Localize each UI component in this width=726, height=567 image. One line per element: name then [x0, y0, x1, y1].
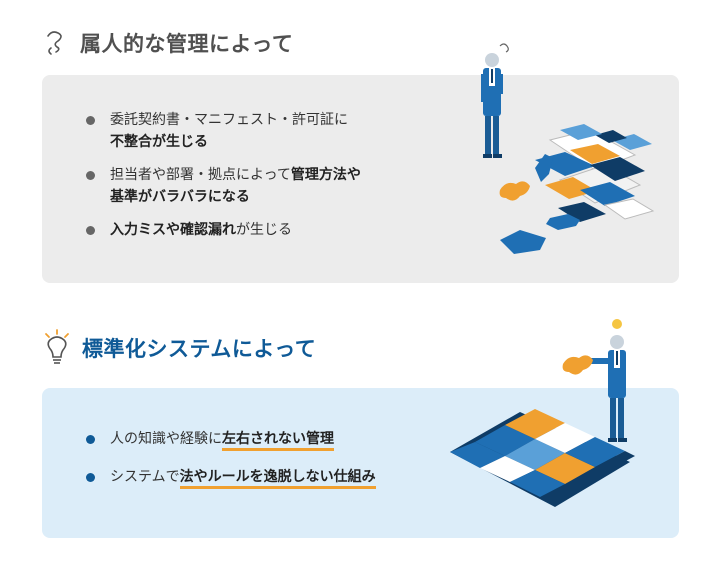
bullet-dot — [86, 435, 95, 444]
item-text: システムで — [110, 469, 180, 485]
puzzle-pile — [499, 124, 655, 254]
item-bold-text: 入力ミスや確認漏れ — [110, 222, 236, 238]
bottom-section-heading: 標準化システムによって — [40, 328, 316, 368]
confused-scribble-icon — [47, 31, 62, 55]
idea-person-figure — [562, 319, 627, 442]
messy-puzzle-illustration — [481, 43, 655, 254]
list-item: 担当者や部署・拠点によって管理方法や 基準がバラバラになる — [86, 164, 361, 208]
assembled-puzzle-illustration — [450, 319, 635, 507]
item-text: 人の知識や経験に — [110, 431, 222, 447]
list-item: 人の知識や経験に左右されない管理 — [86, 428, 376, 451]
assembled-puzzle — [450, 409, 635, 507]
solution-list: 人の知識や経験に左右されない管理 システムで法やルールを逸脱しない仕組み — [86, 428, 376, 504]
item-highlight-text: 法やルールを逸脱しない仕組み — [179, 469, 376, 489]
lightbulb-icon — [45, 329, 69, 364]
item-text: 委託契約書・マニフェスト・許可証に — [110, 112, 348, 128]
list-item: 委託契約書・マニフェスト・許可証に 不整合が生じる — [86, 109, 361, 153]
bottom-section-title: 標準化システムによって — [82, 337, 317, 361]
item-bold-text: 管理方法や — [290, 167, 361, 183]
top-section-heading: 属人的な管理によって — [42, 28, 293, 58]
item-text: 担当者や部署・拠点によって — [110, 167, 291, 183]
bullet-dot — [86, 171, 95, 180]
bullet-dot — [86, 116, 95, 125]
list-item: システムで法やルールを逸脱しない仕組み — [86, 466, 376, 489]
top-section-title: 属人的な管理によって — [80, 32, 294, 56]
item-bold-text: 基準がバラバラになる — [110, 189, 250, 205]
confused-person-figure — [481, 43, 509, 158]
bullet-dot — [86, 473, 95, 482]
item-highlight-text: 左右されない管理 — [222, 431, 334, 451]
list-item: 入力ミスや確認漏れが生じる — [86, 219, 361, 241]
item-text: が生じる — [236, 222, 292, 238]
bullet-dot — [86, 226, 95, 235]
item-bold-text: 不整合が生じる — [110, 134, 208, 150]
problem-list: 委託契約書・マニフェスト・許可証に 不整合が生じる 担当者や部署・拠点によって管… — [86, 109, 361, 252]
